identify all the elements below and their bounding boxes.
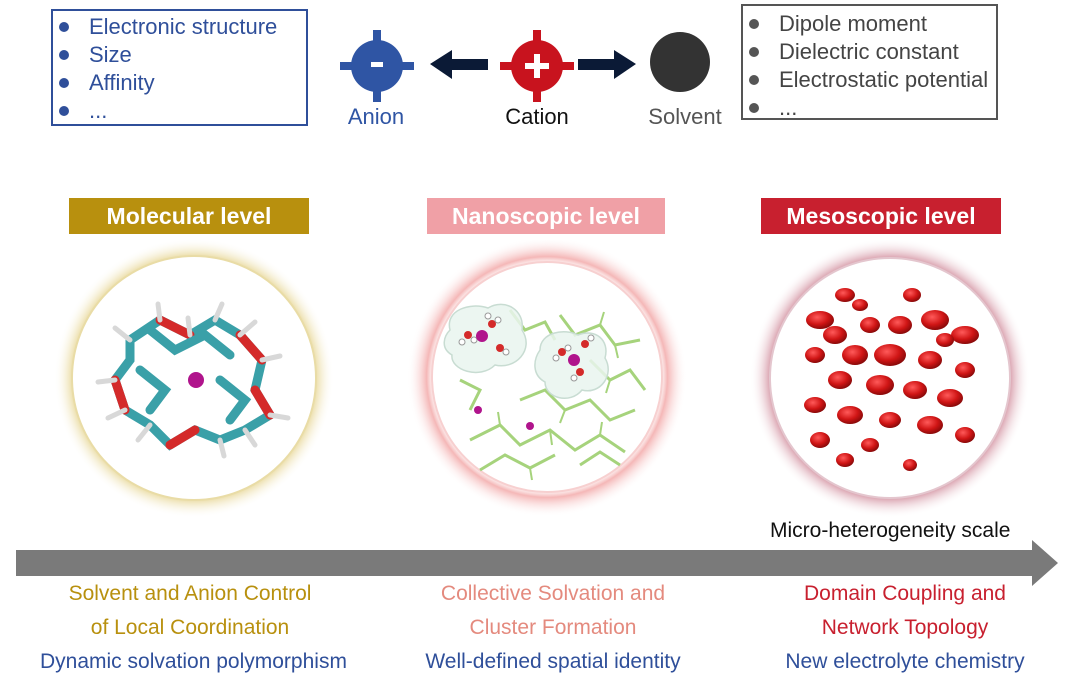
property-text: ... (779, 95, 798, 120)
arrow-right-icon (578, 50, 636, 79)
molecular-level-circle (54, 240, 334, 518)
anion-properties-box: Electronic structure Size Affinity ... (51, 9, 308, 126)
ion-icons (340, 30, 710, 102)
list-item: Dielectric constant (743, 38, 996, 66)
solvent-label: Solvent (648, 104, 722, 129)
property-text: Dielectric constant (779, 39, 959, 64)
nanoscopic-level-banner: Nanoscopic level (427, 198, 665, 234)
caption-subtitle: Well-defined spatial identity (425, 650, 681, 673)
list-item: Size (53, 41, 306, 69)
molecular-level-banner: Molecular level (69, 198, 309, 234)
cation-icon (500, 30, 574, 102)
solvent-icon (650, 32, 710, 92)
caption-line: Domain Coupling and (804, 582, 1006, 605)
list-item: Dipole moment (743, 10, 996, 38)
solvent-properties-box: Dipole moment Dielectric constant Electr… (741, 4, 998, 120)
anion-label: Anion (347, 104, 405, 129)
scale-label: Micro-heterogeneity scale (770, 519, 1011, 542)
bullet-icon (749, 47, 759, 57)
mesoscopic-level-banner: Mesoscopic level (761, 198, 1001, 234)
nanoscopic-caption: Collective Solvation and Cluster Formati… (403, 577, 703, 679)
bullet-icon (749, 103, 759, 113)
scale-arrow (16, 540, 1058, 586)
arrow-left-icon (430, 50, 488, 79)
bullet-icon (59, 50, 69, 60)
bullet-icon (59, 22, 69, 32)
property-text: Electrostatic potential (779, 67, 989, 92)
list-item: Electrostatic potential (743, 66, 996, 94)
levels-illustration (54, 240, 1030, 518)
caption-line: Network Topology (821, 616, 989, 639)
caption-line: Solvent and Anion Control (68, 582, 312, 605)
molecular-caption: Solvent and Anion Control of Local Coord… (40, 577, 347, 679)
property-text: ... (89, 98, 108, 123)
nanoscopic-level-circle (407, 240, 687, 517)
bullet-icon (59, 78, 69, 88)
list-item: ... (53, 97, 306, 125)
property-text: Electronic structure (89, 14, 278, 39)
list-item: Electronic structure (53, 13, 306, 41)
property-text: Dipole moment (779, 11, 927, 36)
anion-icon (340, 30, 414, 102)
caption-subtitle: New electrolyte chemistry (785, 650, 1025, 673)
bullet-icon (749, 75, 759, 85)
bullet-icon (749, 19, 759, 29)
mesoscopic-level-circle (750, 240, 1030, 518)
list-item: ... (743, 94, 996, 122)
caption-line: Cluster Formation (469, 616, 637, 639)
bullet-icon (59, 106, 69, 116)
caption-subtitle: Dynamic solvation polymorphism (40, 650, 347, 673)
list-item: Affinity (53, 69, 306, 97)
caption-line: of Local Coordination (90, 616, 290, 639)
property-text: Affinity (89, 70, 155, 95)
mesoscopic-caption: Domain Coupling and Network Topology New… (755, 577, 1055, 679)
cation-label: Cation (505, 104, 569, 129)
caption-line: Collective Solvation and (440, 582, 666, 605)
scale-arrow-icon (16, 540, 1058, 586)
property-text: Size (89, 42, 132, 67)
